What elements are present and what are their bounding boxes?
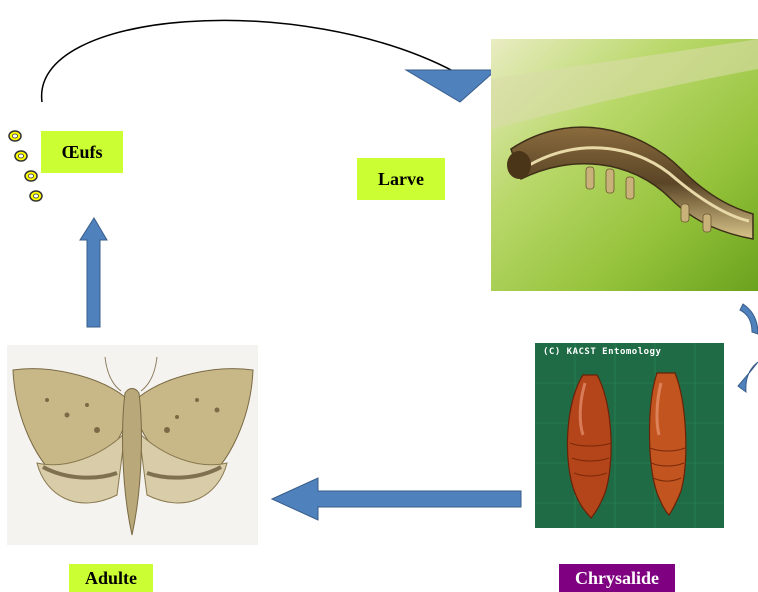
eggs-icon <box>9 131 42 201</box>
label-adult: Adulte <box>69 564 153 592</box>
label-adult-text: Adulte <box>85 568 137 589</box>
pupa-watermark: (C) KACST Entomology <box>543 347 661 357</box>
label-larva-text: Larve <box>378 169 424 190</box>
label-larva: Larve <box>357 158 445 200</box>
arc-eggs-to-larva <box>42 20 455 102</box>
label-pupa: Chrysalide <box>559 564 675 592</box>
curved-arrow-larva-to-pupa-2 <box>738 362 758 392</box>
larva-photo <box>491 39 758 291</box>
arrow-adult-to-eggs <box>80 218 107 327</box>
pupa-photo: (C) KACST Entomology <box>535 343 724 528</box>
label-eggs: Œufs <box>41 131 123 173</box>
arrow-pupa-to-adult <box>272 478 521 520</box>
curved-arrow-larva-to-pupa-1 <box>740 304 758 334</box>
label-eggs-text: Œufs <box>61 142 102 163</box>
arrowhead-to-larva <box>406 70 496 102</box>
adult-photo <box>7 345 258 545</box>
label-pupa-text: Chrysalide <box>575 568 659 589</box>
